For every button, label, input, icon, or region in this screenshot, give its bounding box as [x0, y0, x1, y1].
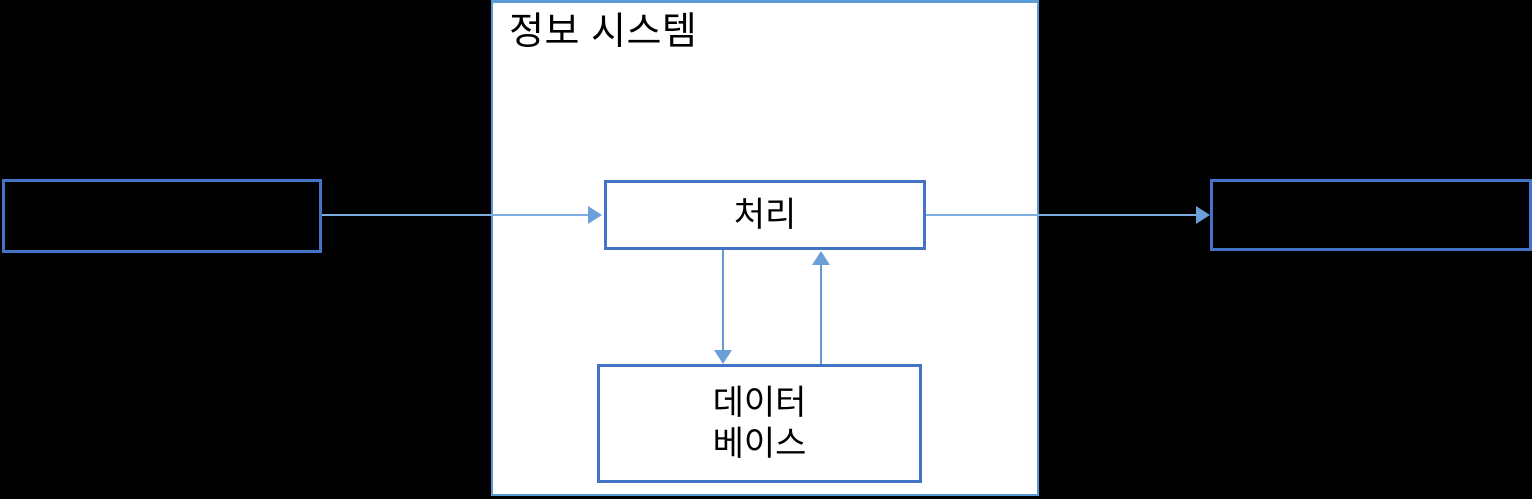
page-title: 정보 시스템: [509, 11, 698, 53]
database-box-label: 데이터 베이스: [712, 384, 807, 463]
arrow-down-icon: [714, 350, 732, 364]
database-box[interactable]: 데이터 베이스: [597, 364, 922, 483]
arrow-right-icon: [1196, 206, 1210, 224]
connector-process-to-database: [722, 250, 724, 354]
arrow-up-icon: [812, 251, 830, 265]
arrow-right-icon: [588, 206, 602, 224]
connector-process-to-output: [926, 214, 1198, 216]
input-entity-box[interactable]: [2, 179, 322, 253]
process-box[interactable]: 처리: [604, 180, 926, 250]
output-entity-box[interactable]: [1210, 179, 1532, 251]
process-box-label: 처리: [733, 195, 797, 234]
connector-database-to-process: [820, 264, 822, 364]
connector-input-to-process: [322, 214, 590, 216]
